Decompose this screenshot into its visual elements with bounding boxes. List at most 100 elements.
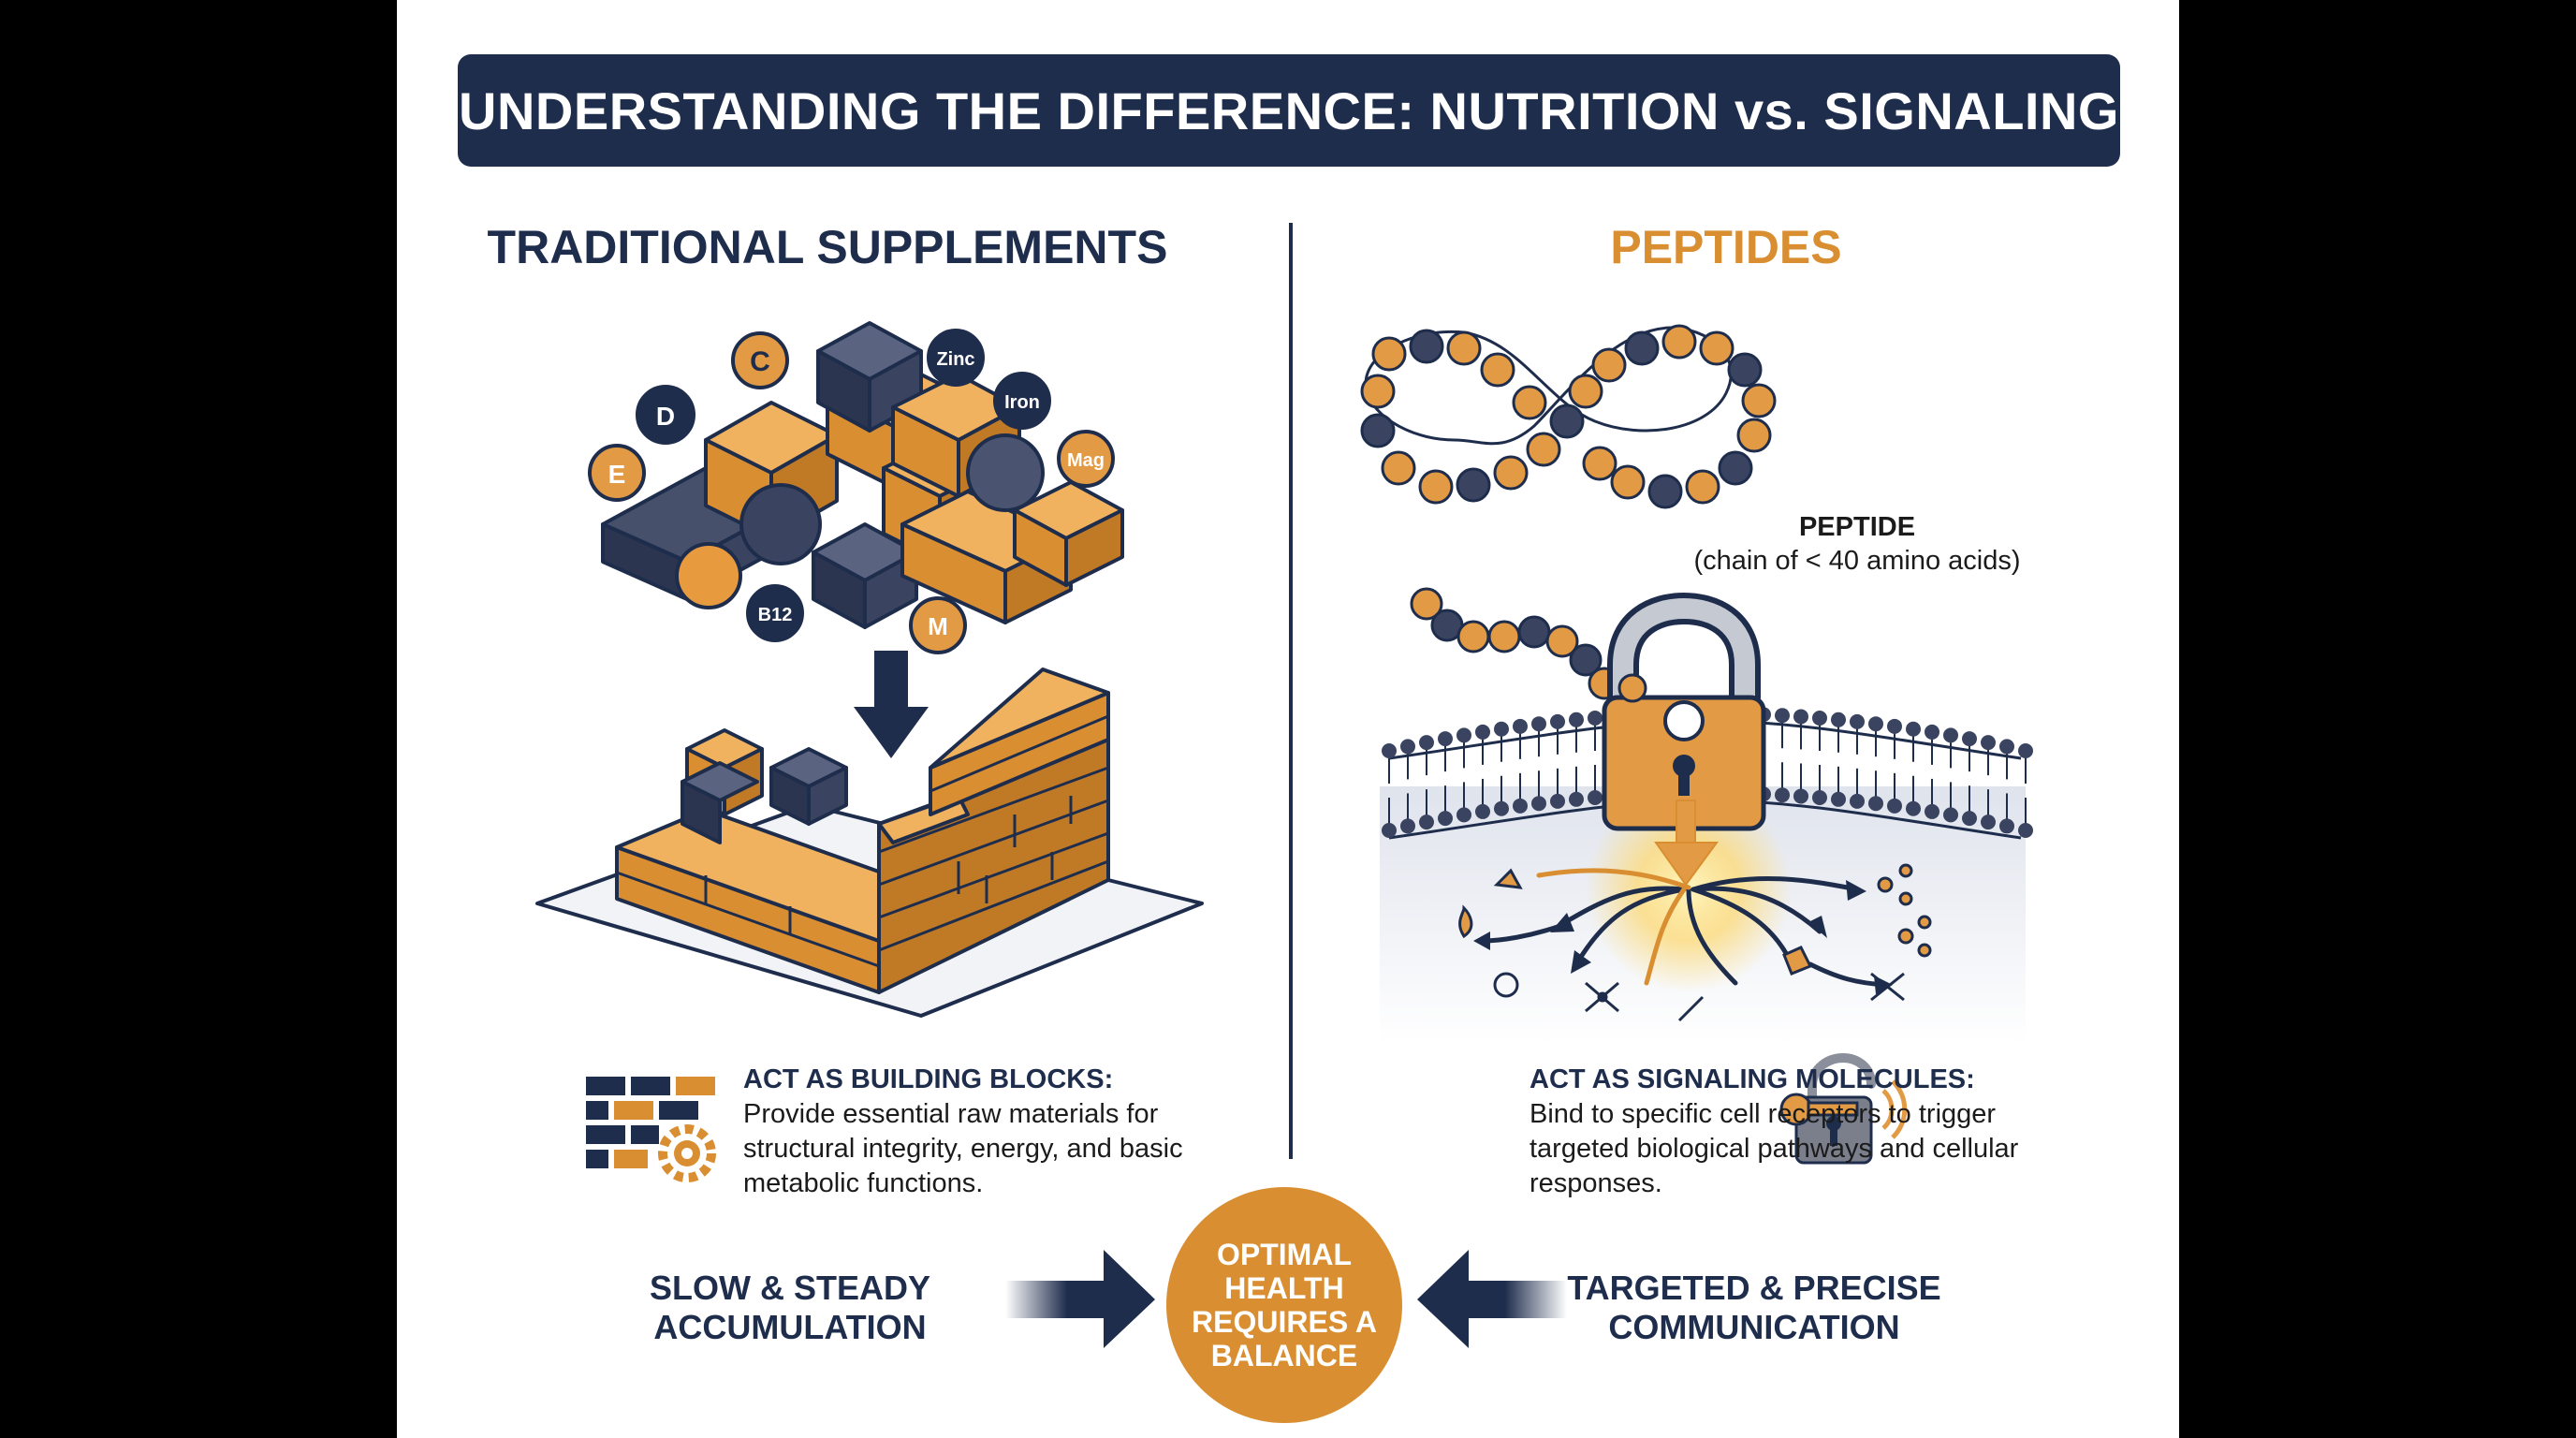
lock-key-icon — [1779, 1052, 1908, 1165]
navy-sphere — [739, 483, 822, 565]
lipid-head — [1569, 791, 1584, 807]
lipid-head — [1588, 710, 1603, 726]
nutrient-iron-badge: Iron — [993, 372, 1051, 430]
nutrient-label: Mag — [1067, 450, 1105, 471]
nutrient-zinc-badge: Zinc — [927, 329, 985, 387]
traditional-supplements-heading: TRADITIONAL SUPPLEMENTS — [487, 221, 1168, 273]
nutrient-label: E — [608, 460, 626, 489]
lipid-head — [1382, 743, 1397, 758]
lipid-head — [1513, 798, 1528, 814]
lipid-head — [1943, 727, 1958, 743]
peptides-heading: PEPTIDES — [1610, 221, 1842, 273]
lipid-head — [1831, 791, 1846, 807]
signal-pathway-arrows — [1473, 868, 1893, 994]
lipid-head — [1887, 798, 1902, 814]
orange-sphere — [675, 542, 742, 609]
nutrient-e-badge: E — [588, 444, 646, 502]
peptide-caption-subtitle: (chain of < 40 amino acids) — [1693, 546, 2021, 576]
lipid-head — [1868, 716, 1883, 732]
peptide-caption: PEPTIDE (chain of < 40 amino acids) — [1623, 510, 2091, 578]
right-convergence-arrow-icon — [1417, 1250, 1567, 1348]
peptide-caption-title: PEPTIDE — [1798, 512, 1916, 542]
lipid-head — [1850, 793, 1865, 809]
title-banner: UNDERSTANDING THE DIFFERENCE: NUTRITION … — [458, 54, 2120, 167]
lipid-head — [1906, 800, 1921, 816]
column-divider — [1289, 223, 1293, 1159]
lipid-head — [1456, 727, 1471, 743]
lipid-head — [1531, 716, 1546, 732]
navy-sphere — [966, 433, 1045, 512]
lipid-head — [1531, 796, 1546, 812]
nutrient-label: Iron — [1004, 392, 1040, 413]
nutrient-d-badge: D — [636, 385, 695, 445]
peptide-tail — [1410, 587, 1621, 700]
lipid-head — [1475, 724, 1490, 740]
lipid-head — [1850, 713, 1865, 729]
signaling-molecules-description: ACT AS SIGNALING MOLECULES: Bind to spec… — [1530, 1063, 2072, 1201]
lipid-head — [1906, 721, 1921, 737]
lipid-head — [1550, 713, 1565, 729]
left-convergence-arrow-icon — [1005, 1250, 1155, 1348]
lipid-head — [1925, 803, 1939, 819]
nutrient-label: C — [750, 346, 770, 377]
building-blocks-description: ACT AS BUILDING BLOCKS: Provide essentia… — [743, 1063, 1267, 1201]
lipid-head — [1812, 789, 1827, 805]
nutrient-label: D — [656, 402, 675, 431]
lipid-head — [1438, 731, 1453, 747]
lipid-head — [2018, 823, 2033, 838]
lipid-head — [1382, 823, 1397, 838]
lipid-head — [1962, 731, 1977, 747]
building-blocks-text: Provide essential raw materials for stru… — [743, 1099, 1183, 1198]
lipid-head — [1419, 814, 1434, 830]
nutrient-c-badge: C — [731, 331, 789, 389]
lipid-head — [1887, 718, 1902, 734]
peptide-chain — [1360, 324, 1777, 509]
lipid-head — [1981, 735, 1996, 751]
nutrient-b12-badge: B12 — [746, 584, 804, 642]
illustration-layer: C D E Zinc Iron Mag — [535, 321, 2033, 1348]
page-title: UNDERSTANDING THE DIFFERENCE: NUTRITION … — [459, 81, 2119, 140]
nutrient-mag-badge: Mag — [1057, 430, 1115, 488]
lipid-head — [1831, 712, 1846, 727]
lipid-head — [1400, 818, 1415, 834]
slow-steady-label: SLOW & STEADY ACCUMULATION — [649, 1269, 930, 1346]
lipid-head — [1775, 708, 1790, 724]
lipid-head — [1550, 793, 1565, 809]
brick-gear-icon — [586, 1077, 716, 1182]
lipid-head — [1400, 739, 1415, 755]
nutrient-m-badge: M — [909, 596, 967, 654]
signal-down-arrow-icon — [1654, 800, 1719, 887]
lipid-head — [1981, 814, 1996, 830]
brick-mortar-lines — [616, 714, 1109, 968]
lipid-head — [1494, 800, 1509, 816]
lipid-head — [1775, 787, 1790, 803]
targeted-precise-label: TARGETED & PRECISE COMMUNICATION — [1567, 1269, 1941, 1346]
signaling-molecules-text: Bind to specific cell receptors to trigg… — [1530, 1099, 2019, 1198]
lipid-head — [1475, 803, 1490, 819]
lipid-head — [1419, 735, 1434, 751]
optimal-health-text: OPTIMAL HEALTH REQUIRES A BALANCE — [1192, 1238, 1377, 1372]
padlock-receptor-icon — [1602, 592, 1766, 831]
lipid-head — [1868, 796, 1883, 812]
infographic-canvas: UNDERSTANDING THE DIFFERENCE: NUTRITION … — [397, 0, 2179, 1438]
nutrient-label: M — [928, 612, 948, 640]
building-blocks-lead: ACT AS BUILDING BLOCKS: — [743, 1064, 1114, 1094]
cellular-response-icons — [1458, 863, 1932, 1022]
lipid-head — [1999, 739, 2014, 755]
nutrient-label: Zinc — [936, 349, 974, 370]
lipid-head — [1569, 712, 1584, 727]
lipid-head — [1962, 811, 1977, 827]
down-arrow-icon — [854, 651, 929, 758]
lipid-head — [1494, 721, 1509, 737]
lipid-head — [1943, 807, 1958, 823]
lipid-head — [1438, 811, 1453, 827]
optimal-health-badge: OPTIMAL HEALTH REQUIRES A BALANCE — [1166, 1187, 1402, 1423]
nutrient-label: B12 — [758, 605, 793, 625]
lipid-head — [1793, 709, 1808, 725]
lipid-head — [1812, 710, 1827, 726]
lipid-head — [1588, 789, 1603, 805]
lipid-head — [1793, 788, 1808, 804]
lipid-head — [1513, 718, 1528, 734]
lipid-head — [1925, 724, 1939, 740]
lipid-head — [2018, 743, 2033, 758]
